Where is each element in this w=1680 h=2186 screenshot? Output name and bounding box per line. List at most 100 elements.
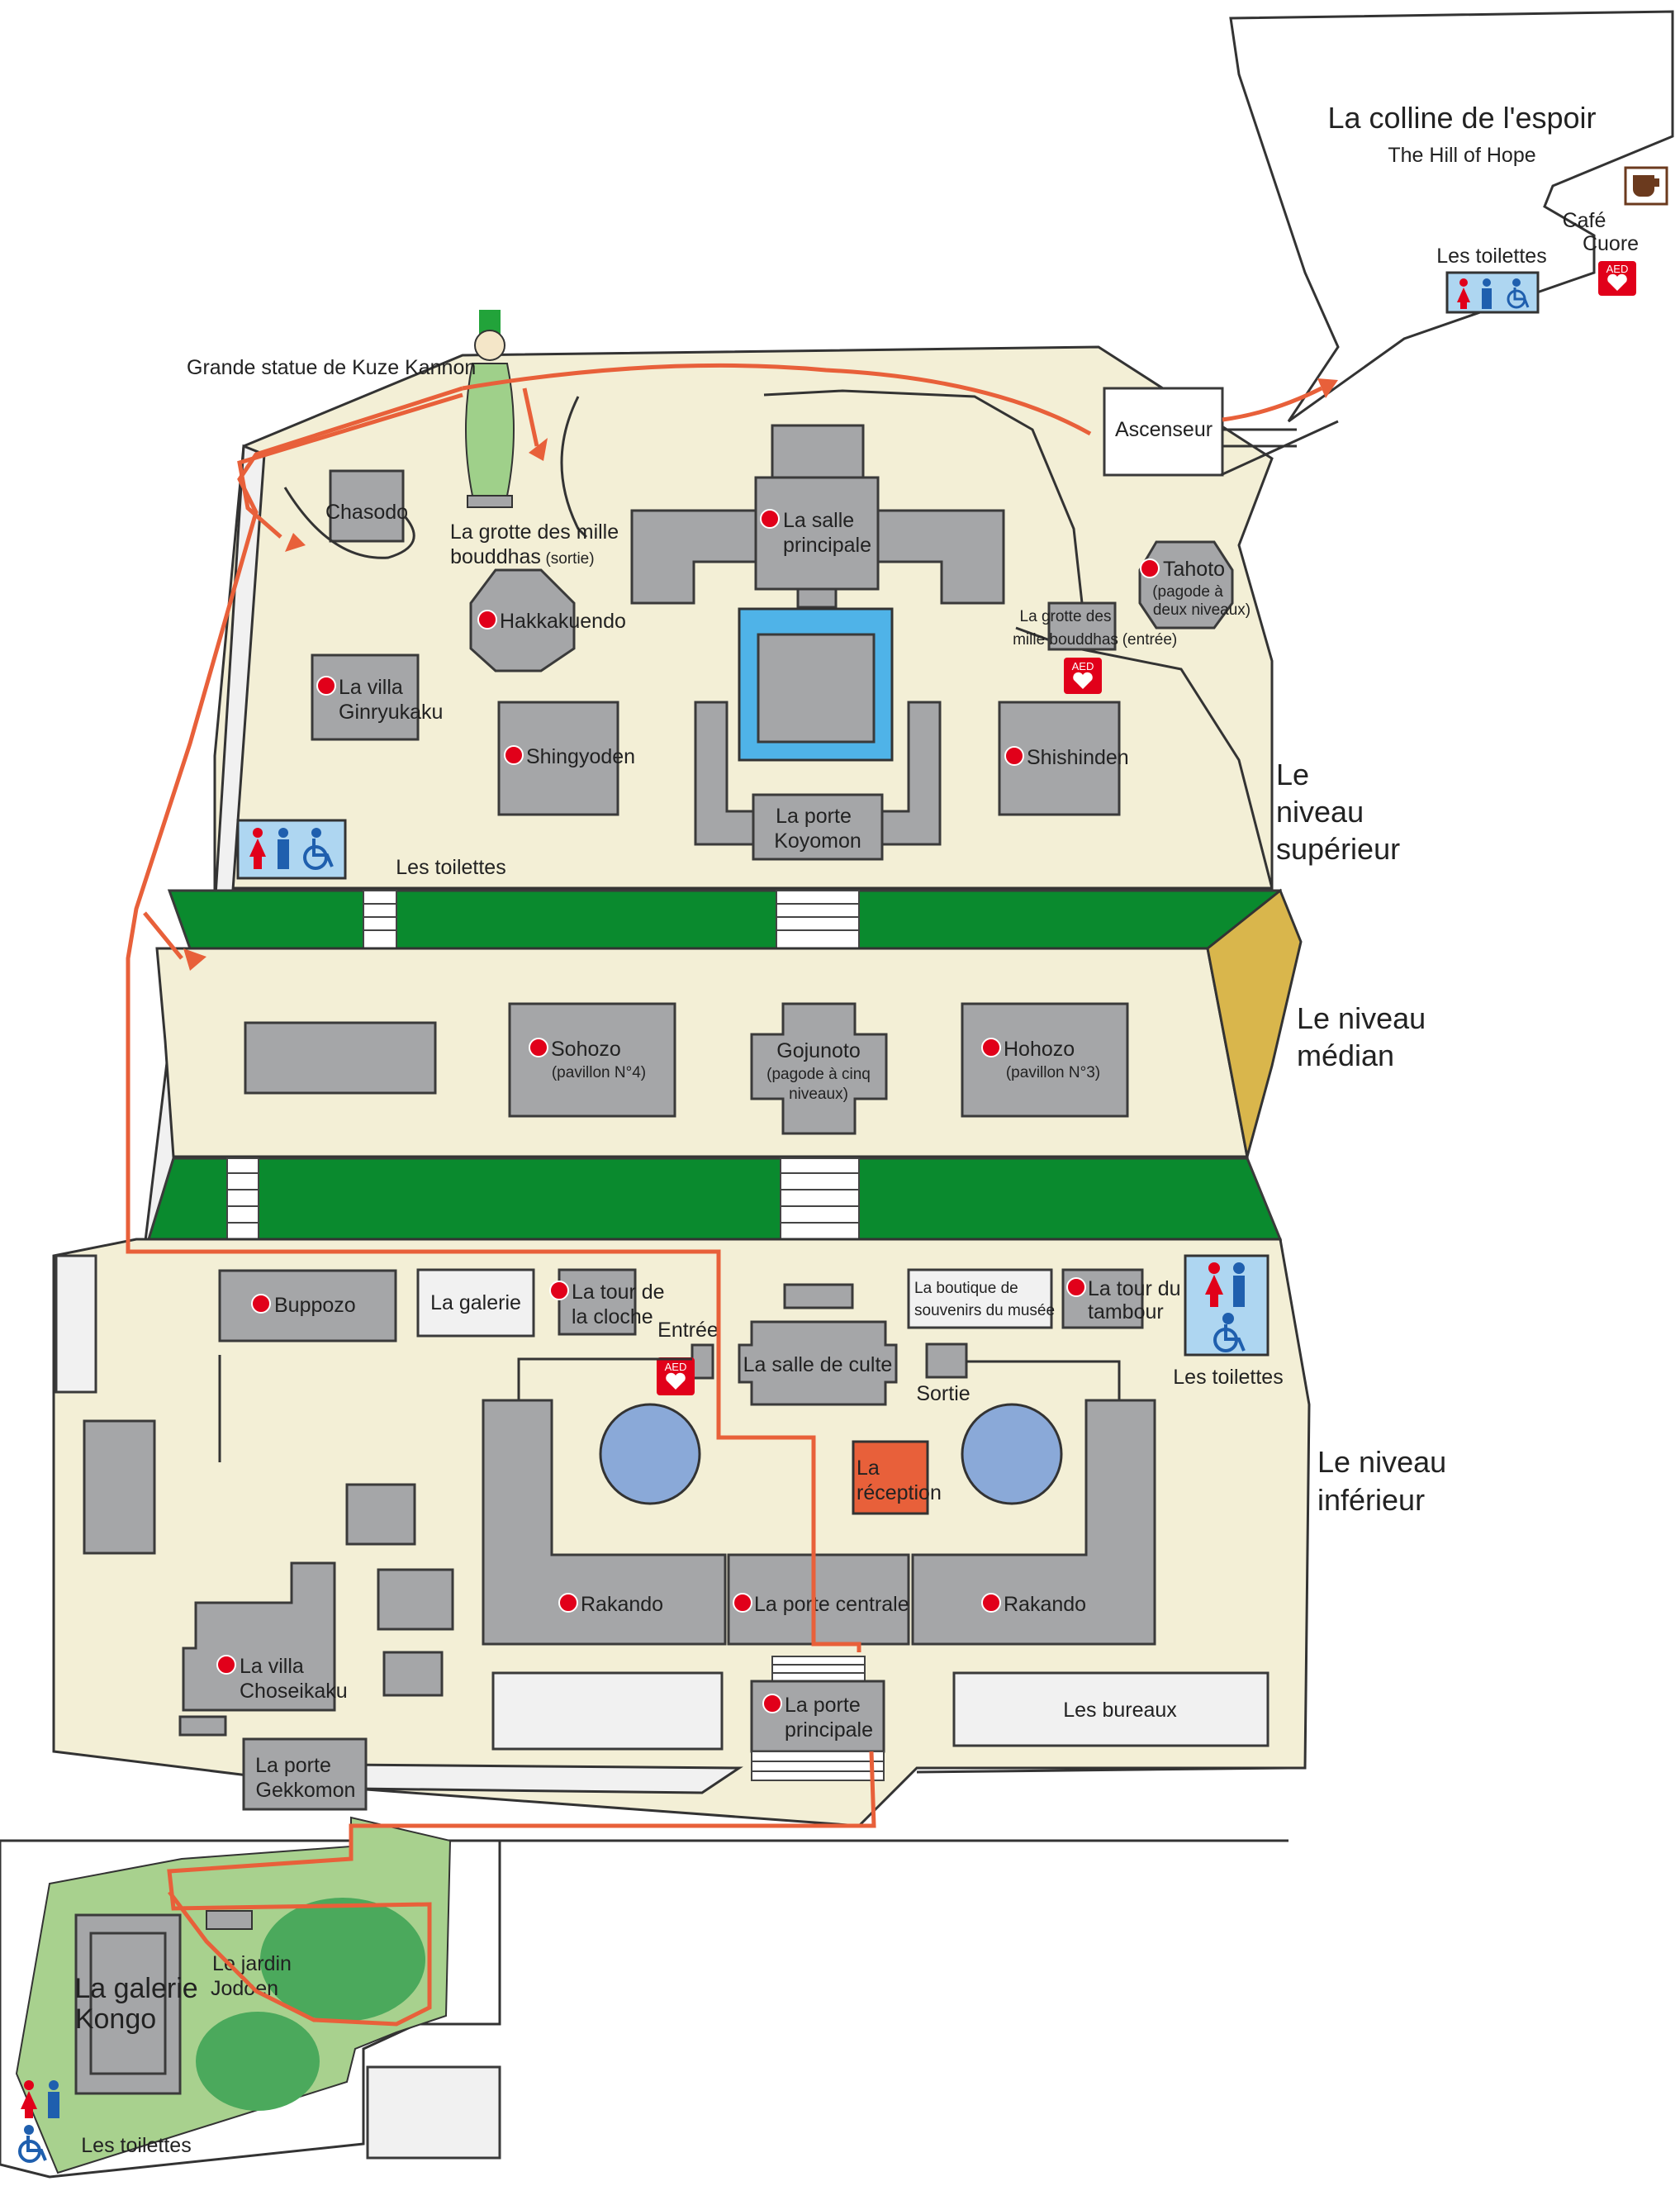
hakkakuendo-building[interactable] bbox=[469, 568, 576, 672]
reception-label-line1: La bbox=[857, 1457, 880, 1480]
cafe-cuore[interactable]: Café Cuore bbox=[1563, 166, 1668, 255]
wheelchair-icon bbox=[1213, 1313, 1246, 1352]
reception-building[interactable] bbox=[852, 1440, 929, 1515]
toilets-hill-label: Les toilettes bbox=[1436, 245, 1546, 268]
poi-dot bbox=[549, 1281, 569, 1300]
rakando-left-building[interactable] bbox=[482, 1399, 727, 1646]
sohozo-label: Sohozo bbox=[551, 1038, 621, 1061]
toilets-lower[interactable] bbox=[1184, 1254, 1269, 1357]
worship-hall-label: La salle de culte bbox=[743, 1353, 893, 1376]
rakando-left-label: Rakando bbox=[581, 1593, 663, 1616]
main-gate-label-line1: La porte bbox=[785, 1694, 861, 1717]
upper-level-label-line1: Le bbox=[1276, 758, 1309, 791]
hohozo-building[interactable] bbox=[961, 1002, 1129, 1118]
gallery-building[interactable] bbox=[416, 1268, 535, 1338]
sohozo-building[interactable] bbox=[508, 1002, 676, 1118]
toilet-women-icon bbox=[21, 2080, 37, 2118]
upper-level-label-line3: supérieur bbox=[1276, 832, 1400, 866]
lower-main-stairs bbox=[780, 1157, 860, 1240]
main-hall-label-line1: La salle bbox=[783, 509, 854, 532]
grotte-entry-label-line1: La grotte des bbox=[1020, 608, 1112, 625]
choseikaku-label-line1: La villa bbox=[240, 1655, 304, 1678]
visit-route bbox=[126, 363, 1323, 2027]
upper-small-stairs bbox=[363, 890, 397, 949]
grotte-exit-label-line2: bouddhas bbox=[450, 545, 541, 568]
lower-level-label-line2: inférieur bbox=[1317, 1483, 1425, 1517]
wheelchair-icon bbox=[303, 828, 334, 870]
koyomon-label-line2: Koyomon bbox=[774, 829, 861, 853]
grotte-entry-label-line2: mille bouddhas bbox=[1013, 631, 1118, 649]
hill-of-hope-area: La colline de l'espoir The Hill of Hope bbox=[1229, 10, 1674, 423]
poi-dot bbox=[504, 745, 524, 765]
grotte-exit-note: (sortie) bbox=[545, 550, 594, 568]
chasodo-label: Chasodo bbox=[325, 501, 408, 524]
lower-hedge bbox=[146, 1157, 1283, 1241]
gekkomon-building[interactable] bbox=[242, 1737, 368, 1811]
museum-shop-label-line1: La boutique de bbox=[914, 1280, 1018, 1297]
tahoto-note-line2: deux niveaux) bbox=[1153, 601, 1251, 619]
central-gate-label: La porte centrale bbox=[754, 1593, 909, 1616]
poi-dot bbox=[1140, 558, 1160, 578]
aed-lower[interactable]: AED bbox=[657, 1357, 695, 1395]
middle-level-label-line1: Le niveau bbox=[1297, 1001, 1426, 1035]
poi-dot bbox=[981, 1038, 1001, 1057]
aed-cafe[interactable]: AED bbox=[1598, 261, 1636, 296]
grotte-exit-label-line1: La grotte des mille bbox=[450, 520, 619, 544]
rakando-right-building[interactable] bbox=[911, 1399, 1156, 1646]
poi-dot bbox=[558, 1593, 578, 1613]
toilets-upper[interactable] bbox=[236, 819, 347, 880]
hakkakuendo-label: Hakkakuendo bbox=[500, 610, 626, 633]
chasodo-building[interactable] bbox=[329, 469, 405, 543]
toilet-men-icon bbox=[278, 828, 289, 869]
tahoto-note-line1: (pagode à bbox=[1152, 583, 1223, 601]
buppozo-building[interactable] bbox=[218, 1269, 397, 1342]
sohozo-note: (pavillon N°4) bbox=[552, 1064, 646, 1081]
drum-tower-label-line1: La tour du bbox=[1088, 1277, 1181, 1300]
main-gate-label-line2: principale bbox=[785, 1718, 873, 1742]
gojunoto-note-line2: niveaux) bbox=[789, 1086, 848, 1103]
toilet-men-icon bbox=[1482, 278, 1492, 309]
poi-dot bbox=[733, 1593, 752, 1613]
elevator-building[interactable] bbox=[1103, 387, 1224, 477]
shingyoden-label: Shingyoden bbox=[526, 745, 635, 768]
main-hall-label-line2: principale bbox=[783, 534, 871, 557]
coffee-cup-icon bbox=[1624, 166, 1668, 206]
pond-right bbox=[961, 1403, 1063, 1505]
toilet-women-icon bbox=[249, 828, 266, 869]
hohozo-note: (pavillon N°3) bbox=[1006, 1064, 1100, 1081]
hill-of-hope-en-label: The Hill of Hope bbox=[1388, 144, 1535, 167]
gojunoto-building[interactable] bbox=[750, 1002, 888, 1135]
poi-dot bbox=[981, 1593, 1001, 1613]
toilet-women-icon bbox=[1205, 1262, 1223, 1307]
entrance-label: Entrée bbox=[657, 1319, 719, 1342]
museum-shop-label-line2: souvenirs du musée bbox=[914, 1302, 1055, 1319]
museum-shop-building[interactable] bbox=[907, 1268, 1053, 1329]
elevator-label: Ascenseur bbox=[1115, 418, 1213, 441]
poi-dot bbox=[477, 610, 497, 630]
toilets-hill[interactable]: Les toilettes bbox=[1436, 245, 1547, 314]
gojunoto-note-line1: (pagode à cinq bbox=[766, 1066, 871, 1083]
pond-left bbox=[599, 1403, 701, 1505]
upper-hedge bbox=[167, 889, 1282, 950]
ginryukaku-building[interactable] bbox=[311, 653, 420, 741]
tahoto-building[interactable] bbox=[1138, 540, 1234, 630]
buppozo-label: Buppozo bbox=[274, 1294, 356, 1317]
kannon-statue[interactable] bbox=[465, 310, 515, 508]
toilets-lower-label: Les toilettes bbox=[1173, 1366, 1283, 1389]
kannon-statue-label: Grande statue de Kuze Kannon bbox=[187, 356, 476, 379]
poi-dot bbox=[529, 1038, 548, 1057]
aed-grotte[interactable]: AED bbox=[1064, 658, 1102, 694]
offices-building[interactable] bbox=[952, 1671, 1269, 1747]
kongo-gallery-label-line2: Kongo bbox=[75, 2003, 156, 2035]
unnamed-middle-building bbox=[244, 1021, 437, 1095]
bell-tower-label-line2: la cloche bbox=[572, 1305, 653, 1328]
main-hall-complex[interactable] bbox=[630, 424, 1005, 861]
bell-tower-building[interactable] bbox=[558, 1268, 637, 1336]
worship-hall-building[interactable] bbox=[738, 1320, 898, 1406]
svg-text:AED: AED bbox=[1606, 263, 1629, 275]
poi-dot bbox=[316, 676, 336, 696]
toilets-garden[interactable] bbox=[18, 2080, 59, 2163]
cafe-label-line2: Cuore bbox=[1583, 232, 1639, 255]
offices-label: Les bureaux bbox=[1063, 1699, 1177, 1722]
